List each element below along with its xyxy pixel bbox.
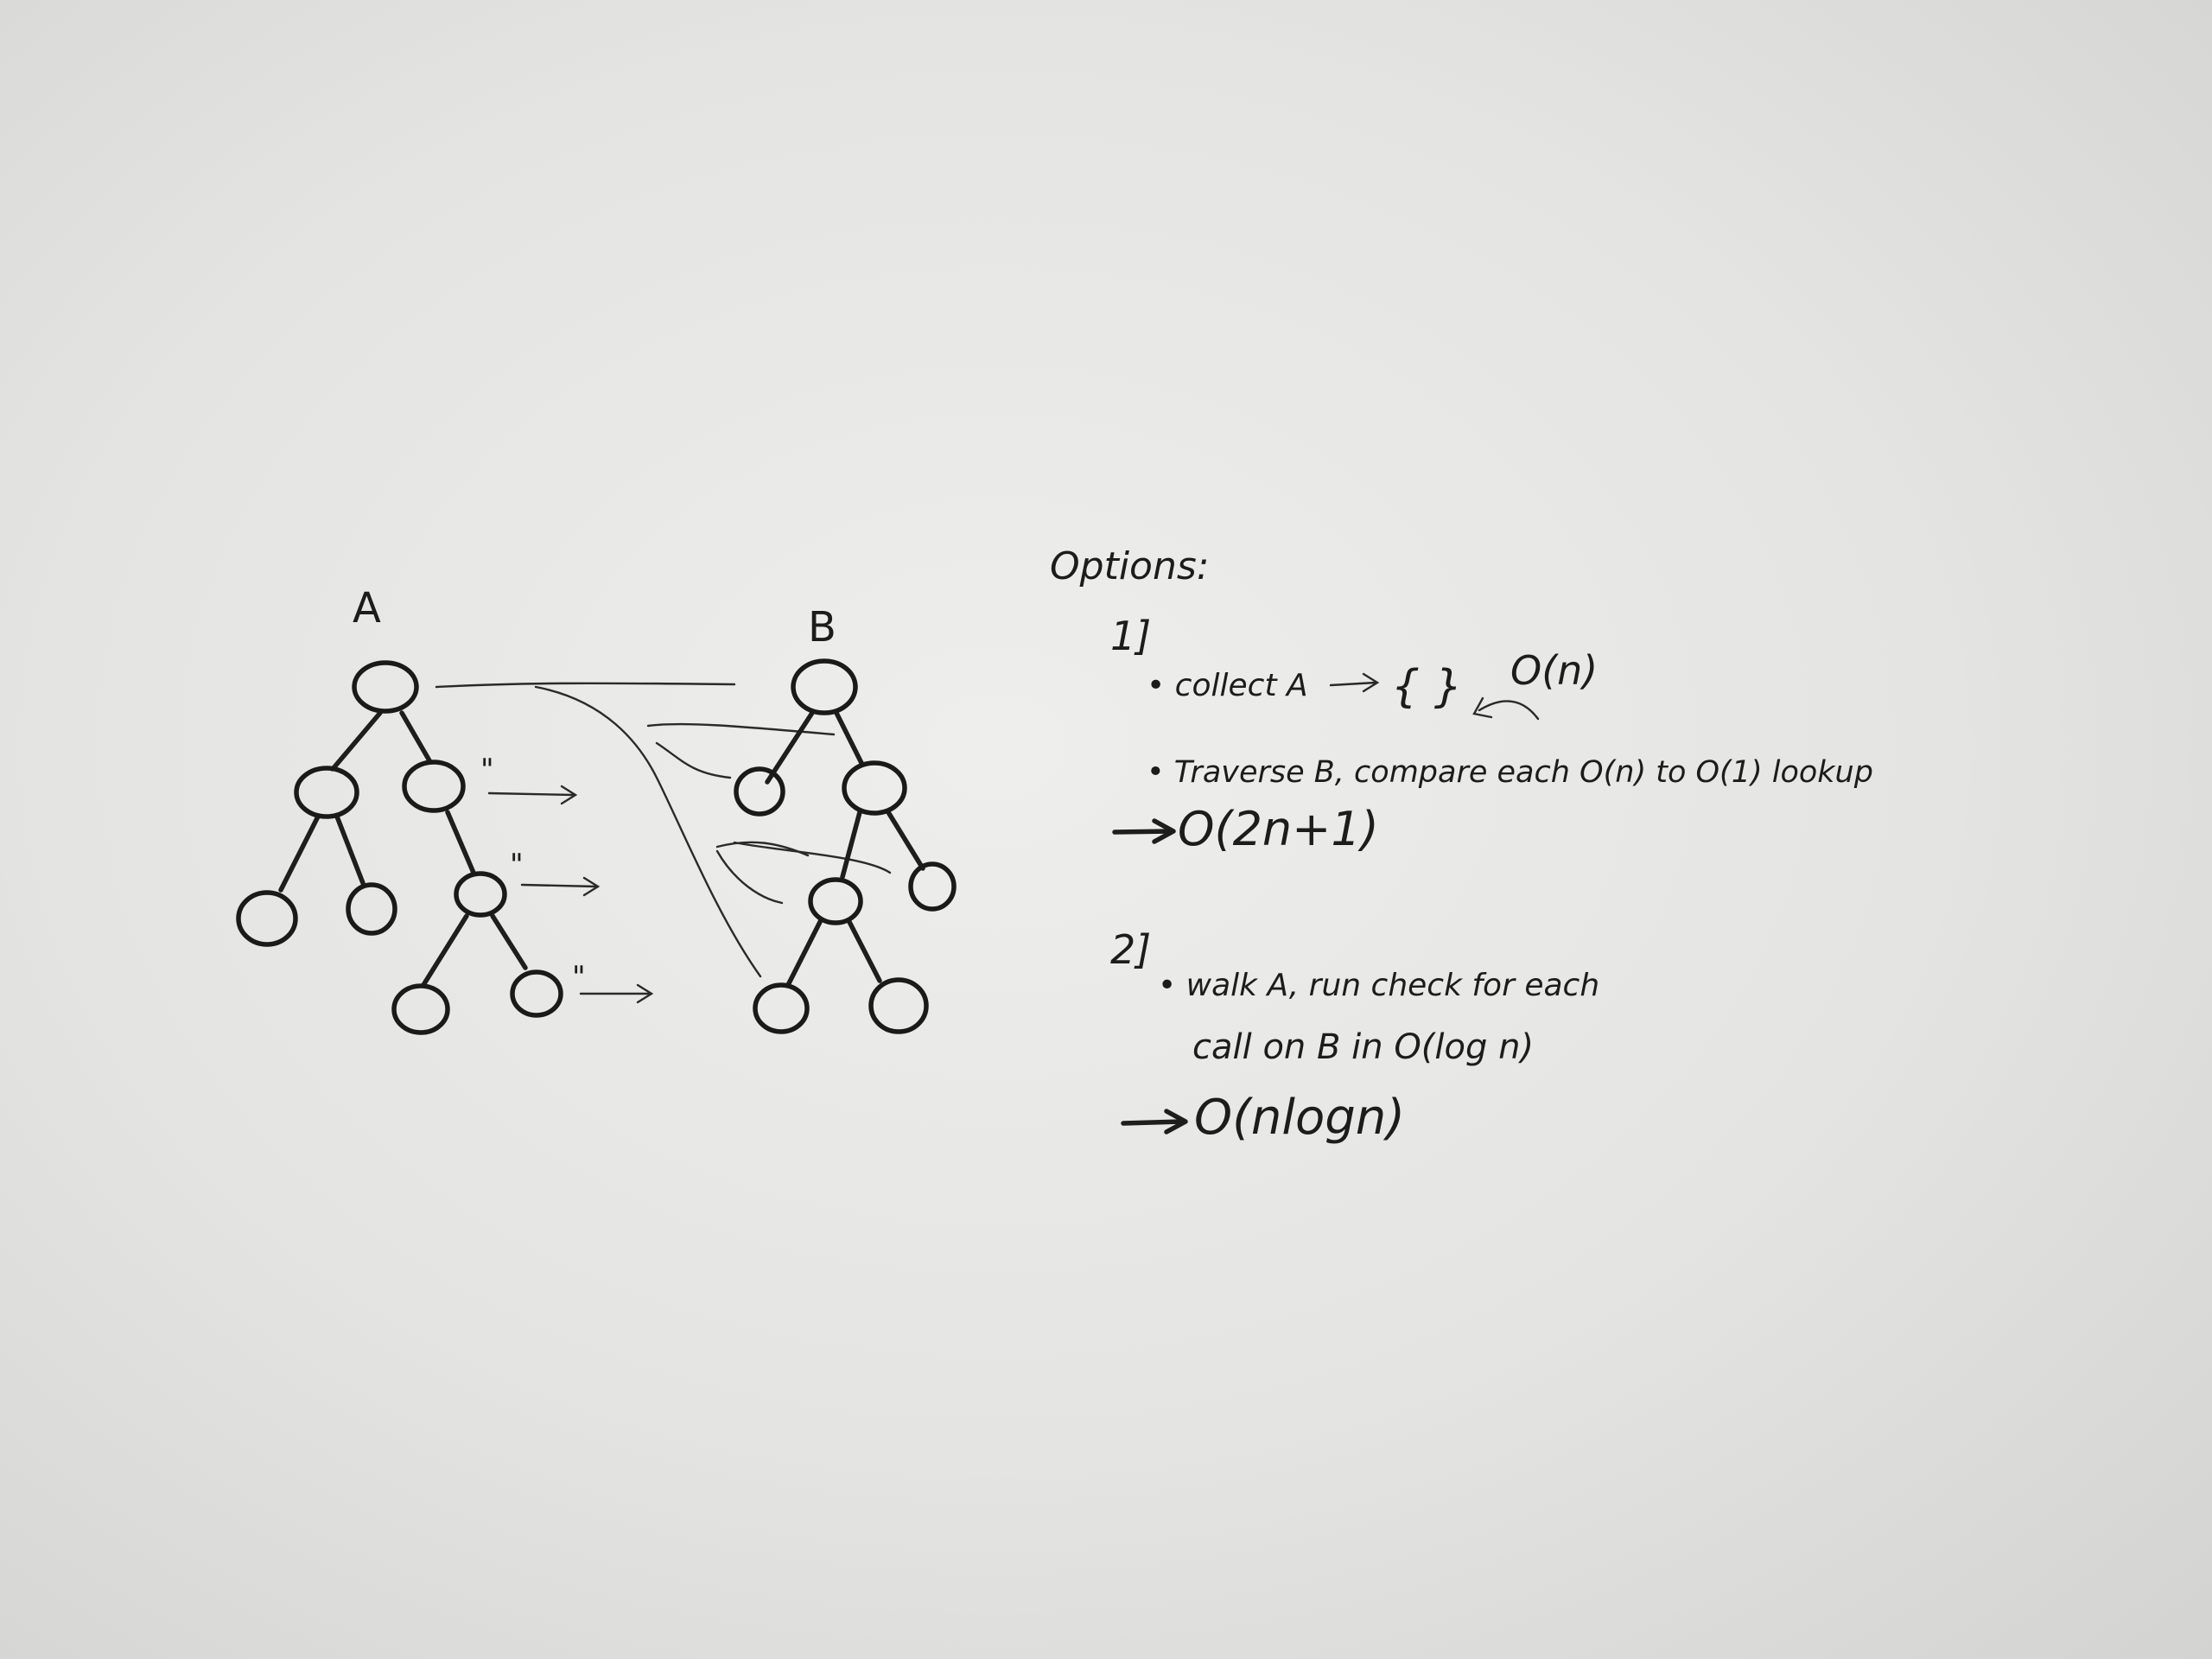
tree-b-leaf-node: [753, 982, 810, 1034]
tree-b-edge: [846, 918, 882, 983]
ditto-mark: ": [572, 960, 586, 995]
arrow-head-icon: [1164, 1109, 1188, 1135]
tree-a-edge: [330, 710, 383, 772]
mapping-stroke: [715, 841, 810, 857]
option2-result-text: O(nlogn): [1194, 1090, 1405, 1146]
tree-a-edge: [445, 810, 476, 875]
option2-result: O(nlogn): [1121, 1090, 1405, 1146]
tree-b-edge: [840, 810, 862, 880]
tree-a-edge: [334, 814, 365, 886]
arrow-head-icon: [636, 983, 654, 1004]
arrow-head-icon: [582, 876, 601, 897]
curved-arrow: [1478, 700, 1540, 721]
tree-a-node: [454, 871, 507, 918]
tree-b-label: B: [808, 603, 836, 652]
tree-b-leaf-node: [908, 861, 957, 912]
arrow-head-icon: [1362, 672, 1380, 693]
option1-collect-text: • collect A: [1147, 668, 1308, 703]
result-arrow-line: [1121, 1119, 1185, 1126]
arrow-head-icon: [1472, 696, 1493, 719]
options-notes: Options: 1] • collect A { } O(n) • Trave…: [1050, 544, 1873, 1146]
result-arrow-line: [1112, 829, 1173, 835]
tree-a: A: [236, 584, 563, 1035]
arrow-line: [487, 791, 575, 797]
option2-number: 2]: [1110, 926, 1151, 973]
option1-result: O(2n+1): [1112, 802, 1379, 856]
tree-a-edge: [278, 814, 321, 893]
option2-call-text: call on B in O(log n): [1192, 1027, 1534, 1067]
tree-b-root-node: [791, 658, 858, 715]
tree-a-edge: [421, 913, 469, 988]
mapping-stroke: [655, 741, 732, 779]
option1-traverse-text: • Traverse B, compare each O(n) to O(1) …: [1147, 755, 1873, 790]
tree-a-edge: [399, 710, 433, 765]
ditto-arrows: " " ": [480, 753, 654, 1004]
arrow-head-icon: [1152, 818, 1176, 844]
option1-result-text: O(2n+1): [1178, 802, 1379, 856]
ditto-mark: ": [480, 753, 494, 787]
ditto-mark: ": [510, 848, 524, 882]
tree-b-node: [842, 760, 907, 816]
tree-b-leaf-node: [868, 977, 929, 1034]
tree-a-label: A: [353, 584, 381, 632]
option1-collect-complexity: O(n): [1510, 647, 1598, 694]
option1-number: 1]: [1110, 613, 1151, 659]
tree-b-edge: [886, 810, 925, 871]
tree-a-leaf-node: [391, 983, 450, 1035]
tree-b-edge: [765, 710, 815, 785]
arrow-head-icon: [560, 785, 578, 805]
mapping-stroke: [435, 682, 736, 689]
set-braces: { }: [1391, 661, 1463, 713]
mapping-stroke: [733, 841, 892, 874]
option2-walk-text: • walk A, run check for each: [1158, 968, 1599, 1003]
tree-a-leaf-node: [510, 969, 563, 1018]
tree-a-node: [402, 760, 466, 813]
tree-b-edge: [785, 918, 823, 988]
tree-b-node: [808, 877, 863, 925]
mapping-stroke: [715, 849, 784, 905]
arrow-line: [520, 883, 598, 888]
tree-a-node: [294, 766, 359, 819]
arrow-line: [1329, 681, 1377, 687]
tree-b-edge: [834, 710, 865, 767]
mapping-stroke: [534, 685, 762, 978]
tree-b: B: [435, 603, 957, 1034]
options-heading: Options:: [1050, 544, 1210, 588]
tree-b-leaf-node: [734, 766, 785, 817]
tree-a-edge: [490, 913, 528, 970]
tree-a-root-node: [352, 660, 419, 714]
tree-a-leaf-node: [236, 890, 298, 947]
tree-a-leaf-node: [346, 882, 397, 936]
